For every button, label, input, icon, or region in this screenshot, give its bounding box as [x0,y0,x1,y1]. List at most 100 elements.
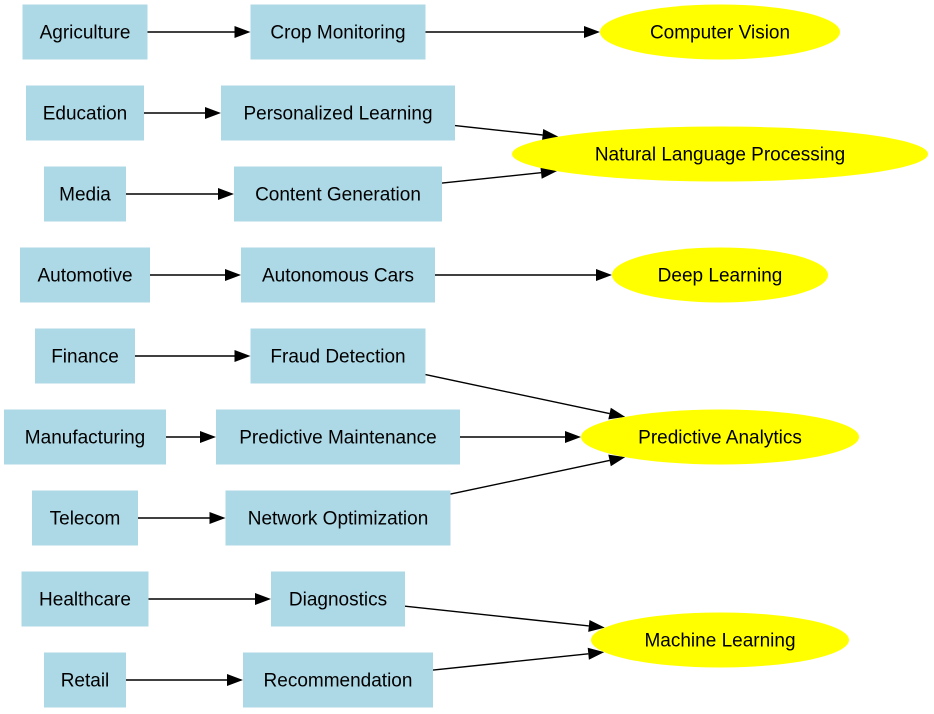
edge-crop_monitoring-to-computer_vision [425,26,600,38]
edge-telecom-to-network_optimization [138,512,226,524]
application-box [250,4,426,60]
node-autonomous-cars: Autonomous Cars [241,247,435,303]
node-label: Predictive Analytics [638,428,802,449]
edge-education-to-personalized_learning [144,107,221,119]
node-label: Diagnostics [289,590,387,611]
edge-line [432,653,589,671]
edge-network_optimization-to-predictive_analytics [450,454,626,495]
arrowhead-icon [584,26,600,38]
industry-box [35,328,135,384]
arrowhead-icon [234,350,251,362]
node-manufacturing: Manufacturing [4,409,166,465]
node-content-generation: Content Generation [234,166,442,222]
industry-box [4,409,166,465]
node-label: Network Optimization [248,509,429,530]
industry-box [44,166,126,222]
technology-ellipse [581,409,859,465]
node-fraud-detection: Fraud Detection [250,328,426,384]
arrowhead-icon [227,674,243,686]
edge-line [425,373,610,415]
edge-recommendation-to-machine_learning [432,647,605,671]
node-media: Media [44,166,126,222]
edge-media-to-content_generation [126,188,234,200]
arrowhead-icon [540,166,557,179]
edge-automotive-to-autonomous_cars [150,269,241,281]
technology-ellipse [600,4,840,60]
application-box [241,247,435,303]
node-telecom: Telecom [32,490,138,546]
node-label: Media [59,185,111,206]
edge-finance-to-fraud_detection [135,350,251,362]
edge-agriculture-to-crop_monitoring [147,26,251,38]
arrowhead-icon [218,188,234,200]
node-label: Agriculture [40,23,131,44]
arrowhead-icon [255,593,271,605]
node-label: Predictive Maintenance [239,428,437,449]
arrowhead-icon [588,620,605,632]
node-label: Retail [61,671,110,692]
application-box [250,328,426,384]
node-label: Healthcare [39,590,131,611]
arrowhead-icon [596,269,612,281]
arrowhead-icon [234,26,251,38]
node-recommendation: Recommendation [243,652,433,708]
node-label: Fraud Detection [270,347,405,368]
arrowhead-icon [565,431,581,443]
edge-fraud_detection-to-predictive_analytics [425,373,626,420]
node-label: Natural Language Processing [595,145,845,166]
industry-box [32,490,138,546]
edge-personalized_learning-to-nlp [454,124,559,141]
nodes-layer: AgricultureEducationMediaAutomotiveFinan… [4,4,928,708]
technology-ellipse [612,247,828,303]
node-label: Recommendation [264,671,413,692]
node-label: Machine Learning [644,631,795,652]
edge-line [404,605,589,627]
node-label: Automotive [37,266,132,287]
arrowhead-icon [225,269,241,281]
arrowhead-icon [542,129,559,141]
edge-healthcare-to-diagnostics [148,593,271,605]
edge-autonomous_cars-to-deep_learning [435,269,612,281]
edges-layer [126,26,626,686]
technology-ellipse [591,612,849,668]
industry-box [20,247,150,303]
edge-content_generation-to-nlp [441,166,557,184]
edge-line [454,124,543,136]
application-box [243,652,433,708]
node-label: Content Generation [255,185,421,206]
node-label: Autonomous Cars [262,266,414,287]
application-box [234,166,442,222]
application-box [225,490,451,546]
edge-manufacturing-to-predictive_maintenance [166,431,216,443]
node-education: Education [26,85,144,141]
node-label: Manufacturing [25,428,145,449]
node-crop-monitoring: Crop Monitoring [250,4,426,60]
application-box [216,409,460,465]
node-machine-learning: Machine Learning [591,612,849,668]
node-retail: Retail [44,652,126,708]
application-box [271,571,405,627]
node-label: Computer Vision [650,23,790,44]
arrowhead-icon [209,512,226,524]
node-automotive: Automotive [20,247,150,303]
edge-diagnostics-to-machine_learning [404,605,605,632]
node-personalized-learning: Personalized Learning [221,85,455,141]
arrowhead-icon [587,647,605,660]
node-deep-learning: Deep Learning [612,247,828,303]
node-healthcare: Healthcare [21,571,149,627]
edge-line [441,172,542,184]
node-label: Finance [51,347,119,368]
node-network-optimization: Network Optimization [225,490,451,546]
node-predictive-maintenance: Predictive Maintenance [216,409,460,465]
industry-box [22,4,148,60]
node-agriculture: Agriculture [22,4,148,60]
arrowhead-icon [205,107,221,119]
industry-box [26,85,144,141]
node-label: Telecom [50,509,121,530]
node-label: Education [43,104,128,125]
arrowhead-icon [608,454,626,467]
industry-box [21,571,149,627]
technology-ellipse [512,126,928,182]
arrowhead-icon [608,407,626,420]
